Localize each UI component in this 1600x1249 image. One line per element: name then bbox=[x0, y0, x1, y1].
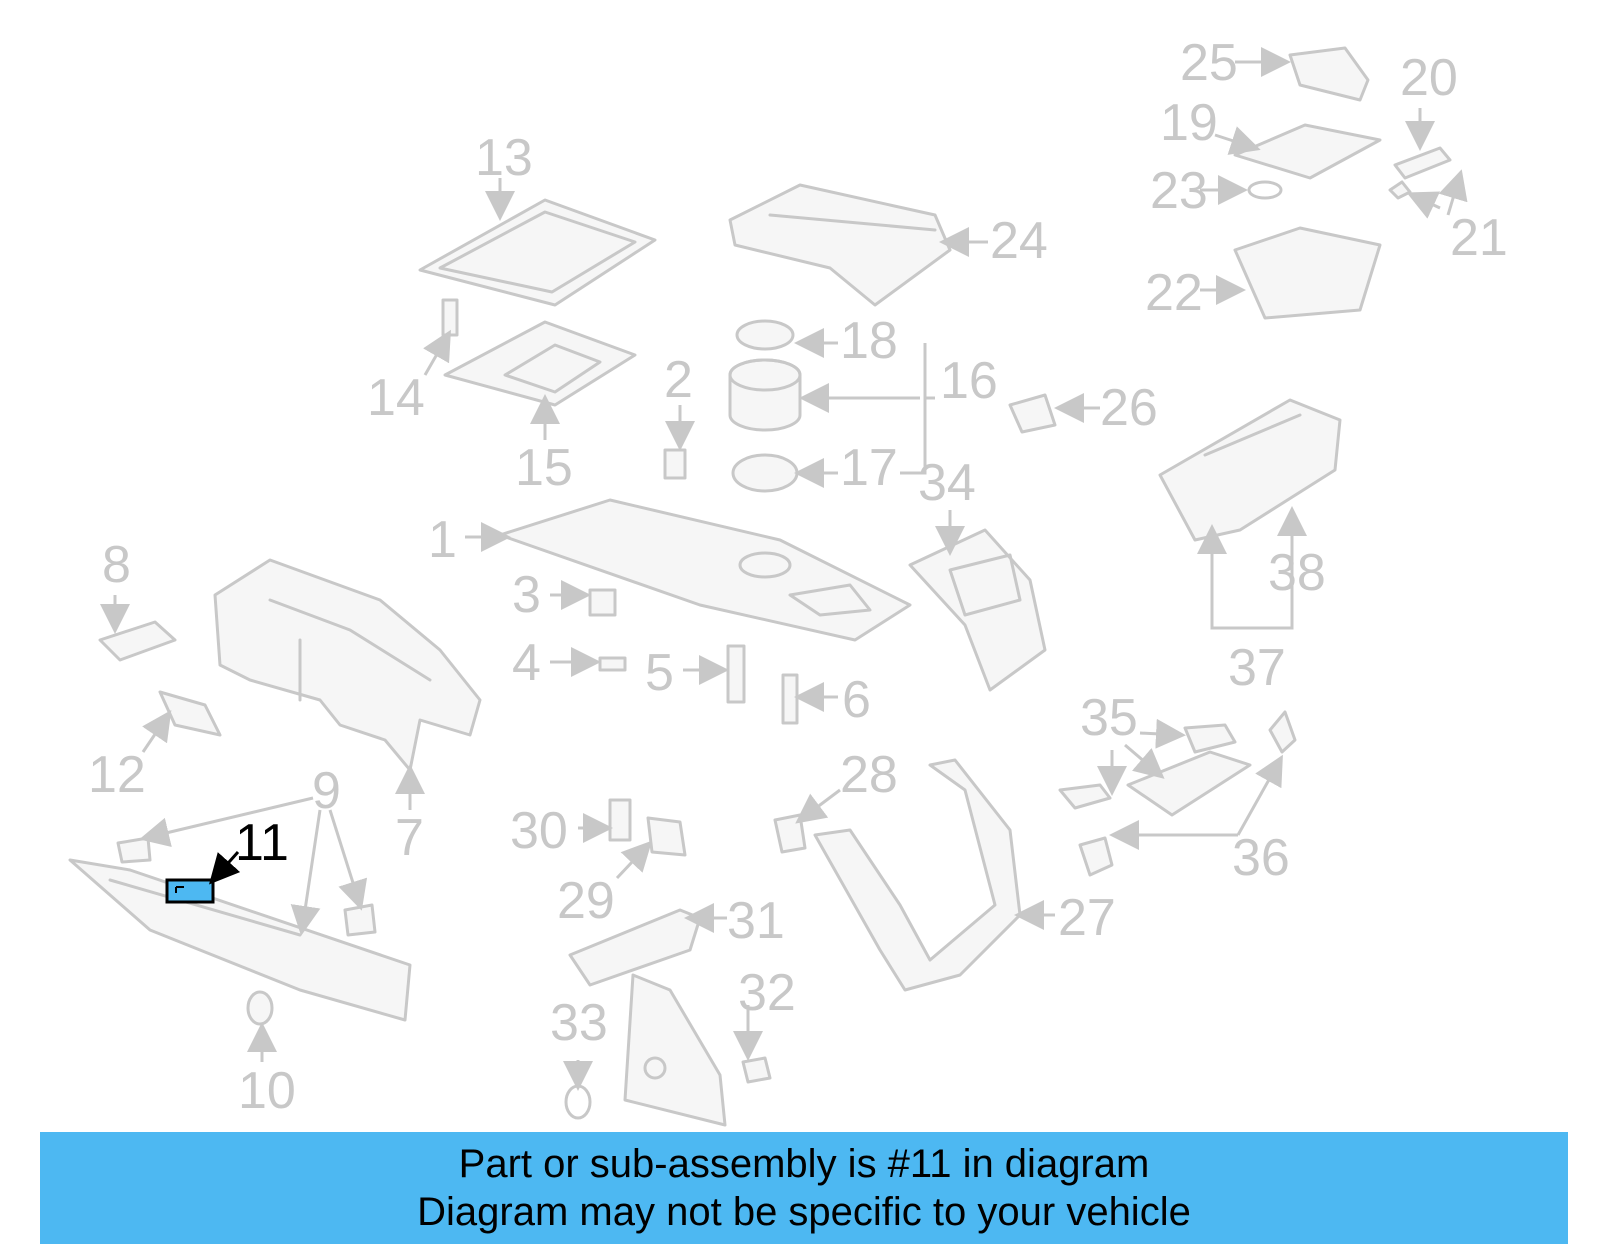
callout-1: 1 bbox=[428, 511, 457, 569]
part-10-plug bbox=[246, 990, 274, 1026]
part-32-clip bbox=[741, 1056, 772, 1084]
callout-17: 17 bbox=[840, 439, 898, 497]
part-12-bracket bbox=[158, 690, 222, 737]
callout-11: 11 bbox=[235, 814, 289, 872]
part-9-side-panel bbox=[68, 858, 412, 1022]
part-7-console-frame bbox=[213, 558, 482, 772]
callout-14: 14 bbox=[367, 369, 425, 427]
part-15-trim-plate bbox=[443, 320, 637, 407]
part-5-post bbox=[726, 644, 746, 704]
callout-7: 7 bbox=[395, 809, 424, 867]
part-20-hinge bbox=[1393, 146, 1452, 180]
banner-line-part-number: Part or sub-assembly is #11 in diagram bbox=[458, 1142, 1150, 1186]
callout-3: 3 bbox=[512, 566, 541, 624]
callout-31: 31 bbox=[727, 892, 785, 950]
part-26-switch bbox=[1008, 393, 1057, 434]
part-36-cover-b bbox=[1268, 710, 1297, 754]
callout-5: 5 bbox=[645, 644, 674, 702]
part-3-bracket bbox=[588, 588, 617, 617]
part-25-latch bbox=[1288, 46, 1370, 102]
callout-28: 28 bbox=[840, 746, 898, 804]
callout-32: 32 bbox=[738, 964, 796, 1022]
part-2-clip bbox=[663, 448, 687, 480]
part-9-insert-b bbox=[343, 903, 377, 937]
part-21-clip bbox=[1388, 180, 1412, 200]
part-31-rail bbox=[568, 908, 702, 987]
callout-27: 27 bbox=[1058, 889, 1116, 947]
part-35-tray bbox=[1126, 750, 1252, 817]
callout-18: 18 bbox=[840, 312, 898, 370]
callout-8: 8 bbox=[102, 536, 131, 594]
callout-2: 2 bbox=[664, 351, 693, 409]
callout-16: 16 bbox=[940, 352, 998, 410]
part-6-post bbox=[781, 673, 799, 725]
part-24-armrest bbox=[728, 183, 952, 307]
callout-35: 35 bbox=[1080, 689, 1138, 747]
callout-24: 24 bbox=[990, 212, 1048, 270]
part-13-lid bbox=[418, 198, 657, 307]
callout-numbers: 1 2 3 4 5 6 7 8 9 10 11 12 13 14 15 16 1… bbox=[88, 34, 1508, 1120]
part-14-pin bbox=[441, 298, 459, 337]
part-36-cover-a bbox=[1078, 836, 1114, 877]
part-17-ring bbox=[731, 453, 799, 493]
leader-lines bbox=[100, 47, 1468, 1091]
callout-26: 26 bbox=[1100, 379, 1158, 437]
part-33-ring bbox=[564, 1084, 592, 1120]
callout-6: 6 bbox=[842, 671, 871, 729]
callout-4: 4 bbox=[512, 634, 541, 692]
callout-30: 30 bbox=[510, 802, 568, 860]
callout-10: 10 bbox=[238, 1062, 296, 1120]
part-34-bezel bbox=[908, 528, 1047, 692]
part-35-handle bbox=[1183, 723, 1237, 754]
callout-33: 33 bbox=[550, 994, 608, 1052]
callout-15: 15 bbox=[515, 439, 573, 497]
part-1-console-panel bbox=[498, 498, 912, 642]
part-27-trim bbox=[813, 758, 1022, 992]
callout-25: 25 bbox=[1180, 34, 1238, 92]
part-33-panel bbox=[623, 973, 727, 1127]
callout-37: 37 bbox=[1228, 639, 1286, 697]
part-29-bracket bbox=[646, 816, 687, 857]
part-8-bracket bbox=[98, 620, 177, 662]
part-19-lid bbox=[1233, 123, 1382, 180]
part-11-highlighted bbox=[165, 878, 215, 904]
part-16-cupholder bbox=[728, 358, 802, 432]
callout-13: 13 bbox=[475, 129, 533, 187]
callout-38: 38 bbox=[1268, 544, 1326, 602]
callout-20: 20 bbox=[1400, 49, 1458, 107]
part-4-clip bbox=[598, 656, 627, 672]
part-18-cap bbox=[735, 319, 795, 351]
part-38-storage-box bbox=[1158, 398, 1342, 542]
callout-19: 19 bbox=[1160, 94, 1218, 152]
callout-34: 34 bbox=[918, 454, 976, 512]
part-28-clip bbox=[773, 813, 807, 854]
callout-23: 23 bbox=[1150, 162, 1208, 220]
part-30-bracket bbox=[608, 798, 632, 842]
part-23-grommet bbox=[1247, 180, 1283, 200]
info-banner: Part or sub-assembly is #11 in diagram D… bbox=[40, 1132, 1568, 1244]
callout-29: 29 bbox=[557, 872, 615, 930]
callout-9: 9 bbox=[312, 762, 341, 820]
part-9-insert-a bbox=[116, 836, 152, 864]
callout-12: 12 bbox=[88, 746, 146, 804]
callout-21: 21 bbox=[1450, 209, 1508, 267]
callout-22: 22 bbox=[1145, 264, 1203, 322]
part-35-latch bbox=[1058, 783, 1112, 810]
part-22-bin bbox=[1233, 226, 1382, 320]
banner-line-disclaimer: Diagram may not be specific to your vehi… bbox=[417, 1190, 1191, 1234]
callout-36: 36 bbox=[1232, 829, 1290, 887]
